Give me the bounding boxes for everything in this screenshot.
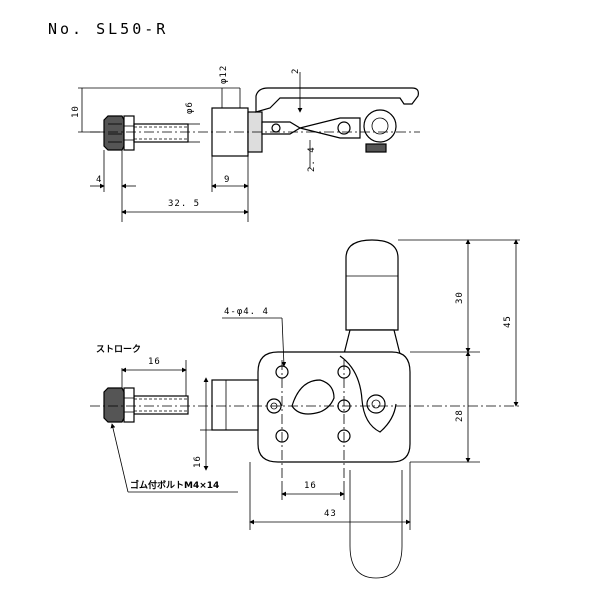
dim-28: 28	[455, 409, 465, 422]
dim-phi6: φ6	[185, 101, 195, 114]
dim-4: 4	[96, 175, 102, 185]
label-bolt: ゴム付ボルトM4×14	[130, 479, 219, 491]
front-view: 4-φ4. 4 ストローク 16 30 45 28 16 16 43	[90, 239, 520, 579]
front-hex-nut	[123, 387, 135, 423]
link-arm	[339, 355, 397, 433]
pin-main	[366, 394, 386, 414]
dim-10: 10	[71, 105, 81, 118]
dim-16-stroke: 16	[148, 357, 161, 367]
top-pivot-joint	[363, 109, 397, 143]
handle-grip-down	[349, 470, 403, 579]
drawing-title: No. SL50-R	[48, 20, 168, 38]
dim-2: 2	[291, 68, 301, 74]
front-rubber-cap	[103, 387, 125, 423]
top-bolt-thread	[133, 123, 189, 143]
dim-30: 30	[455, 291, 465, 304]
dim-2-4: 2. 4	[307, 146, 317, 172]
base-body	[257, 351, 411, 463]
top-hex-nut	[123, 115, 135, 151]
dim-9: 9	[224, 175, 230, 185]
handle-grip-up	[345, 239, 399, 331]
label-holes: 4-φ4. 4	[224, 307, 269, 317]
top-rubber-cap	[103, 115, 125, 151]
top-view: 10 φ12 φ6 2 2. 4 4 9 32. 5	[71, 65, 420, 222]
dim-16-holes: 16	[304, 481, 317, 491]
dim-43: 43	[324, 509, 337, 519]
dim-32-5: 32. 5	[168, 199, 200, 209]
top-link-right	[299, 117, 361, 139]
link-slot	[291, 379, 335, 415]
label-stroke: ストローク	[96, 344, 141, 355]
top-handle-arm	[255, 87, 419, 113]
dim-phi12: φ12	[219, 65, 229, 84]
handle-lever	[343, 329, 401, 355]
dim-45: 45	[503, 315, 513, 328]
dim-16-vertical: 16	[193, 455, 203, 468]
plunger-sleeve	[211, 379, 259, 431]
